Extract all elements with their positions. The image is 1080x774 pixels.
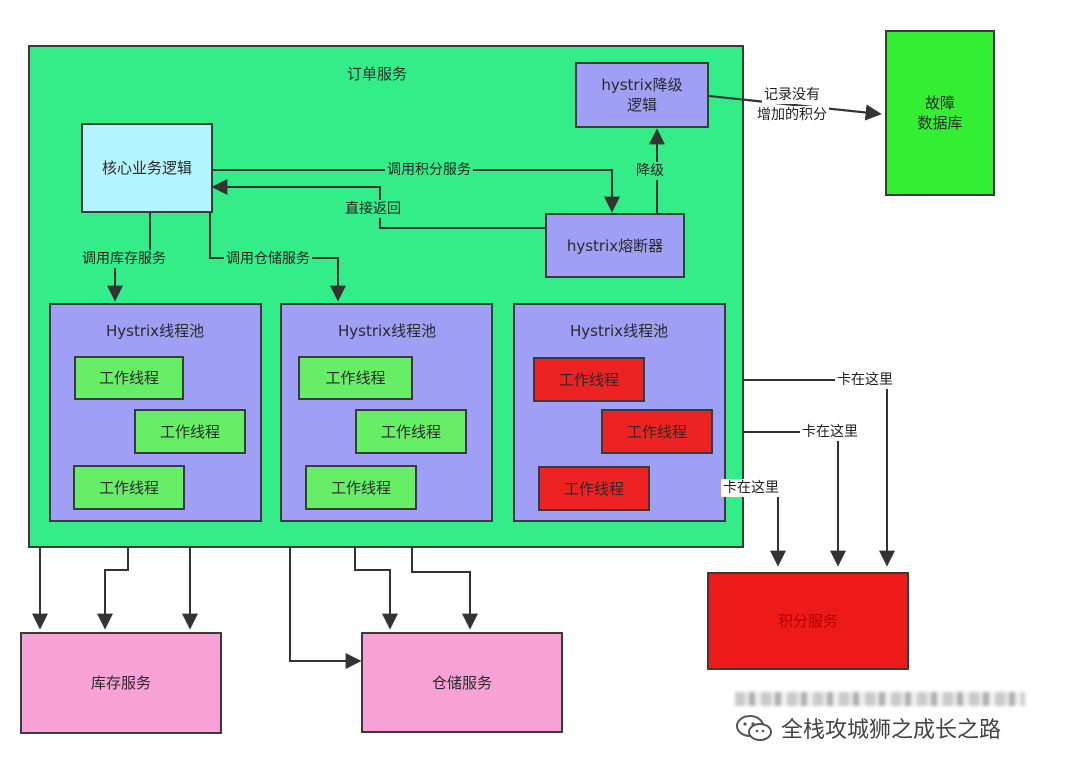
fault-db-line-2: 数据库 xyxy=(917,114,963,132)
label-stuck-2: 卡在这里 xyxy=(800,423,860,441)
pool-3-title: Hystrix线程池 xyxy=(570,322,669,340)
pool-2-worker-thread-3: 工作线程 xyxy=(305,465,417,510)
label-call-points: 调用积分服务 xyxy=(385,161,473,179)
pool-1-worker-thread-1: 工作线程 xyxy=(74,356,184,400)
label-record-line-1: 记录没有 xyxy=(762,86,822,104)
pool-1-title: Hystrix线程池 xyxy=(106,322,205,340)
pool-1-worker-thread-2: 工作线程 xyxy=(134,409,246,454)
fault-db-line-1: 故障 xyxy=(924,94,955,112)
pool-3-worker-thread-2: 工作线程 xyxy=(601,409,713,454)
watermark: 全栈攻城狮之成长之路 xyxy=(735,710,1001,746)
core-business-logic: 核心业务逻辑 xyxy=(81,123,213,213)
pool-3-worker-thread-1: 工作线程 xyxy=(533,357,645,402)
fallback-line-2: 逻辑 xyxy=(626,96,657,114)
hystrix-circuit-breaker: hystrix熔断器 xyxy=(545,213,685,278)
fault-database: 故障 数据库 xyxy=(885,30,995,196)
pool-1-worker-thread-3: 工作线程 xyxy=(73,465,185,510)
wechat-icon xyxy=(736,715,772,741)
watermark-text: 全栈攻城狮之成长之路 xyxy=(781,718,1002,743)
order-service-title: 订单服务 xyxy=(347,65,408,83)
label-direct-return: 直接返回 xyxy=(343,200,403,218)
pool-2-worker-thread-1: 工作线程 xyxy=(298,356,413,400)
label-degrade: 降级 xyxy=(634,162,666,180)
label-stuck-1: 卡在这里 xyxy=(835,371,895,389)
label-call-warehouse: 调用仓储服务 xyxy=(224,250,312,268)
label-record-line-2: 增加的积分 xyxy=(755,106,829,124)
pool-2-worker-thread-2: 工作线程 xyxy=(355,409,467,454)
hystrix-fallback-logic: hystrix降级 逻辑 xyxy=(575,62,709,128)
blurred-text xyxy=(735,692,1025,706)
inventory-service: 库存服务 xyxy=(20,632,222,734)
label-stuck-3: 卡在这里 xyxy=(721,479,781,497)
label-call-inventory: 调用库存服务 xyxy=(80,250,168,268)
pool-2-title: Hystrix线程池 xyxy=(338,322,437,340)
points-service: 积分服务 xyxy=(707,572,909,670)
fallback-line-1: hystrix降级 xyxy=(601,76,683,94)
warehouse-service: 仓储服务 xyxy=(361,632,563,733)
pool-3-worker-thread-3: 工作线程 xyxy=(538,466,650,511)
